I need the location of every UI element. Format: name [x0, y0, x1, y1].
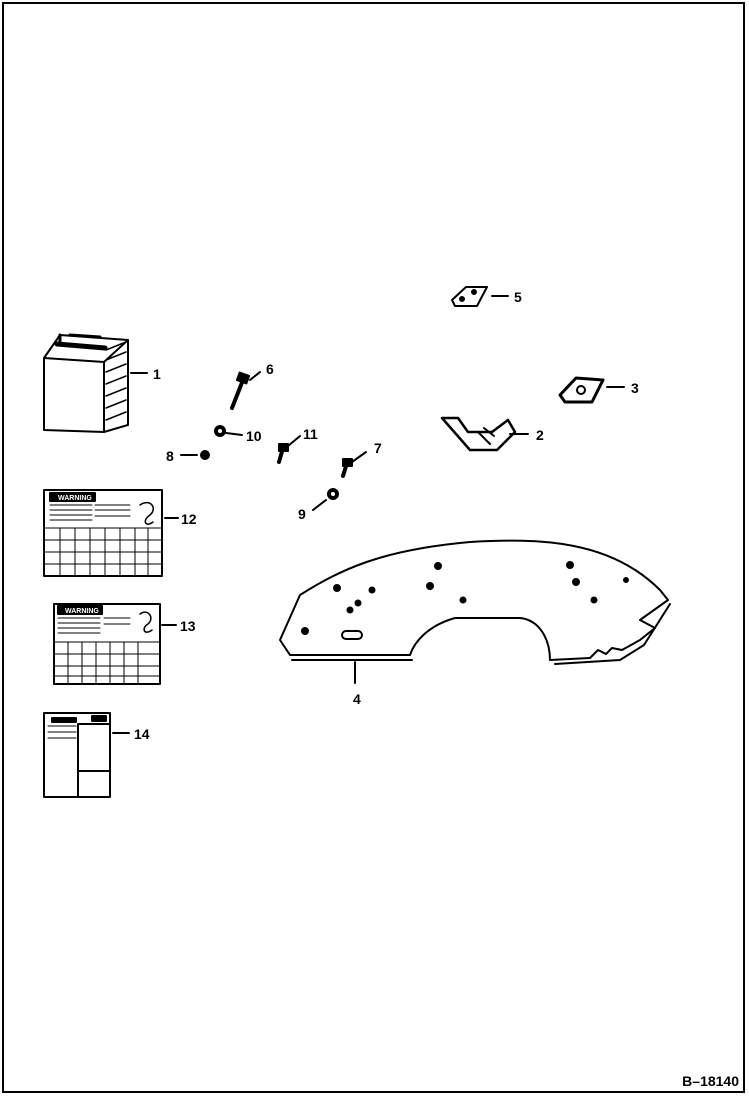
- leader-lines: [112, 295, 625, 734]
- callout-12: 12: [181, 511, 197, 527]
- manual-holder-part: [43, 333, 129, 433]
- long-bolt-part: [230, 371, 251, 410]
- main-plate-part-4: [279, 539, 671, 665]
- callout-6: 6: [266, 361, 274, 377]
- decal-part-12: [43, 489, 163, 577]
- nut-part-8: [200, 450, 210, 460]
- nut-part-9: [327, 488, 339, 500]
- callout-2: 2: [536, 427, 544, 443]
- small-plate-part-5: [451, 286, 488, 307]
- decal-13-warning-text: WARNING: [65, 608, 99, 615]
- callout-11: 11: [303, 426, 318, 442]
- drawing-reference-number: B–18140: [682, 1073, 739, 1089]
- callout-1: 1: [153, 366, 161, 382]
- decal-part-13: [53, 603, 161, 685]
- callout-13: 13: [180, 618, 196, 634]
- callout-8: 8: [166, 448, 174, 464]
- callout-10: 10: [246, 428, 262, 444]
- callout-4: 4: [353, 691, 361, 707]
- decal-part-14: [43, 712, 111, 798]
- callout-9: 9: [298, 506, 306, 522]
- short-bolt-part-11: [277, 443, 289, 464]
- callout-14: 14: [134, 726, 150, 742]
- callout-3: 3: [631, 380, 639, 396]
- decal-12-warning-text: WARNING: [58, 495, 92, 502]
- bracket-part-2: [440, 416, 517, 452]
- nut-part-10: [214, 425, 226, 437]
- spacer-plate-part-3: [558, 376, 605, 404]
- callout-5: 5: [514, 289, 522, 305]
- callout-7: 7: [374, 440, 382, 456]
- short-bolt-part-7: [341, 458, 353, 478]
